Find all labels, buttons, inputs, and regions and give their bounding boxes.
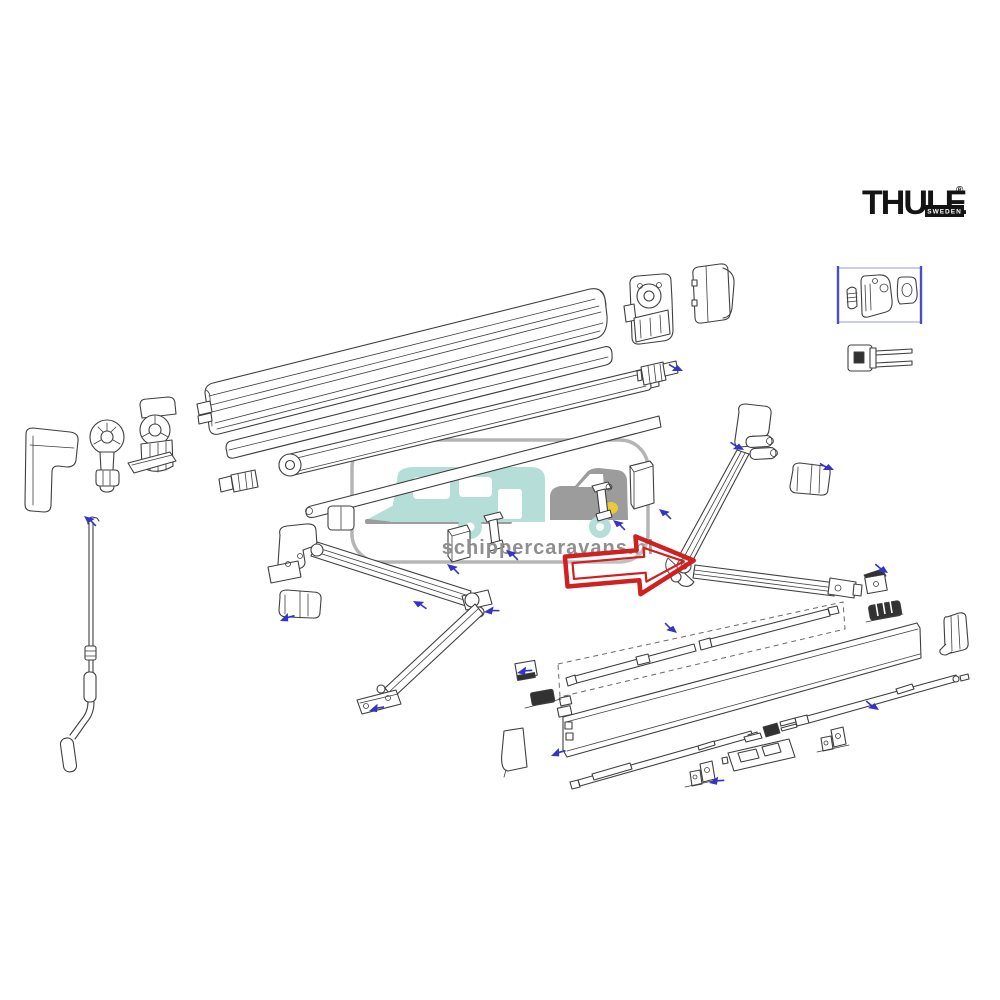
- gear-knob: [89, 419, 125, 493]
- rafter-kit-dashed-box: [557, 601, 846, 698]
- left-arm-cover: [278, 589, 322, 619]
- bracket-plate-part: [860, 274, 893, 318]
- right-arm-foot: [827, 577, 863, 599]
- right-roller-adapter: [636, 360, 679, 386]
- latch-plate: [721, 732, 796, 772]
- left-bottom-bracket: [514, 659, 538, 681]
- hardware-kit-box: [836, 266, 923, 324]
- left-arm-foot: [356, 684, 402, 715]
- left-endcap-gear-unit: [127, 396, 177, 474]
- fabric-clamp-covers: [327, 460, 655, 563]
- tension-fork-part: [847, 344, 913, 372]
- right-arm-cover: [789, 462, 831, 496]
- crank-handle: [59, 516, 100, 773]
- left-roller-adapter: [218, 469, 259, 493]
- left-spring-arm: [267, 523, 493, 715]
- support-leg-2: [794, 673, 970, 727]
- awning-case-profile: [196, 288, 608, 435]
- left-bottom-slider: [524, 688, 562, 709]
- brand-logo: THULE ® SWEDEN: [862, 184, 969, 222]
- right-endcap-cover: [691, 263, 735, 324]
- front-lead-rail-panel: [556, 622, 922, 758]
- brand-country-box: [925, 205, 964, 217]
- cap-part: [896, 276, 918, 305]
- highlight-arrow: [562, 534, 697, 597]
- right-slider-block: [865, 600, 904, 623]
- brand-country-text: SWEDEN: [927, 209, 962, 216]
- lead-rail-profile: [225, 346, 613, 459]
- right-spring-arm: [665, 403, 863, 599]
- lead-rail-right-endcap: [939, 612, 969, 656]
- leg-connector-dark: [762, 717, 798, 738]
- awning-fabric: [305, 415, 662, 518]
- tension-rafter-1: [565, 643, 697, 687]
- foot-bracket-left: [684, 760, 718, 788]
- screw-part: [846, 286, 858, 310]
- right-side-bracket: [863, 568, 888, 595]
- left-endcap-cover: [24, 427, 79, 513]
- registered-mark: ®: [956, 185, 964, 196]
- foot-bracket-right: [816, 726, 850, 753]
- tension-rafter-2: [698, 605, 840, 651]
- left-cover-sheet: [501, 727, 528, 778]
- right-endcap-gear-unit: [623, 273, 674, 345]
